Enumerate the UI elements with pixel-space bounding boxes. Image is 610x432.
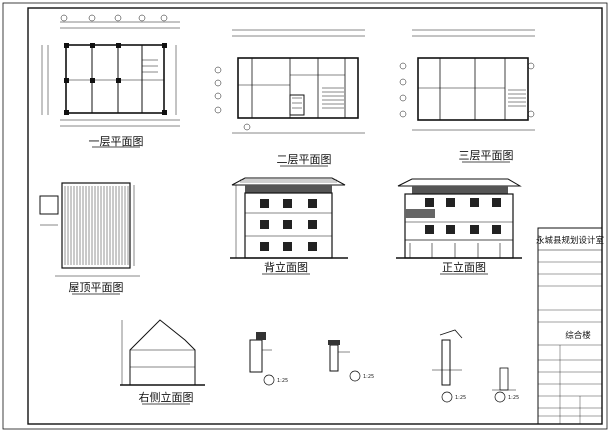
floor3-plan [399, 29, 535, 131]
detail-2 [328, 340, 361, 382]
back-elevation [230, 177, 348, 259]
detail-3-scale: 1:25 [455, 395, 466, 401]
title-block [537, 227, 603, 425]
front-elevation [396, 178, 522, 259]
detail-4-scale: 1:25 [508, 395, 519, 401]
floor1-plan-title: 一层平面图 [89, 135, 144, 148]
detail-1-scale: 1:25 [277, 378, 288, 384]
inner-frame [27, 7, 603, 425]
roof-plan-title: 屋顶平面图 [69, 281, 124, 294]
detail-1 [249, 332, 275, 386]
floor2-plan [214, 29, 365, 134]
floor3-plan-title: 三层平面图 [459, 149, 514, 162]
detail-3 [432, 329, 463, 403]
title-block-company: 永城县规划设计室 [536, 235, 605, 246]
roof-plan [39, 182, 140, 277]
front-elevation-title: 正立面图 [442, 260, 486, 274]
title-block-drawing-name: 综合楼 [565, 330, 591, 341]
floor2-plan-title: 二层平面图 [277, 153, 332, 166]
right-elevation [120, 319, 205, 386]
floor1-plan [41, 14, 180, 127]
back-elevation-title: 背立面图 [264, 260, 308, 274]
detail-4 [492, 367, 516, 403]
right-elevation-title: 右侧立面图 [139, 390, 194, 404]
detail-2-scale: 1:25 [363, 374, 374, 380]
